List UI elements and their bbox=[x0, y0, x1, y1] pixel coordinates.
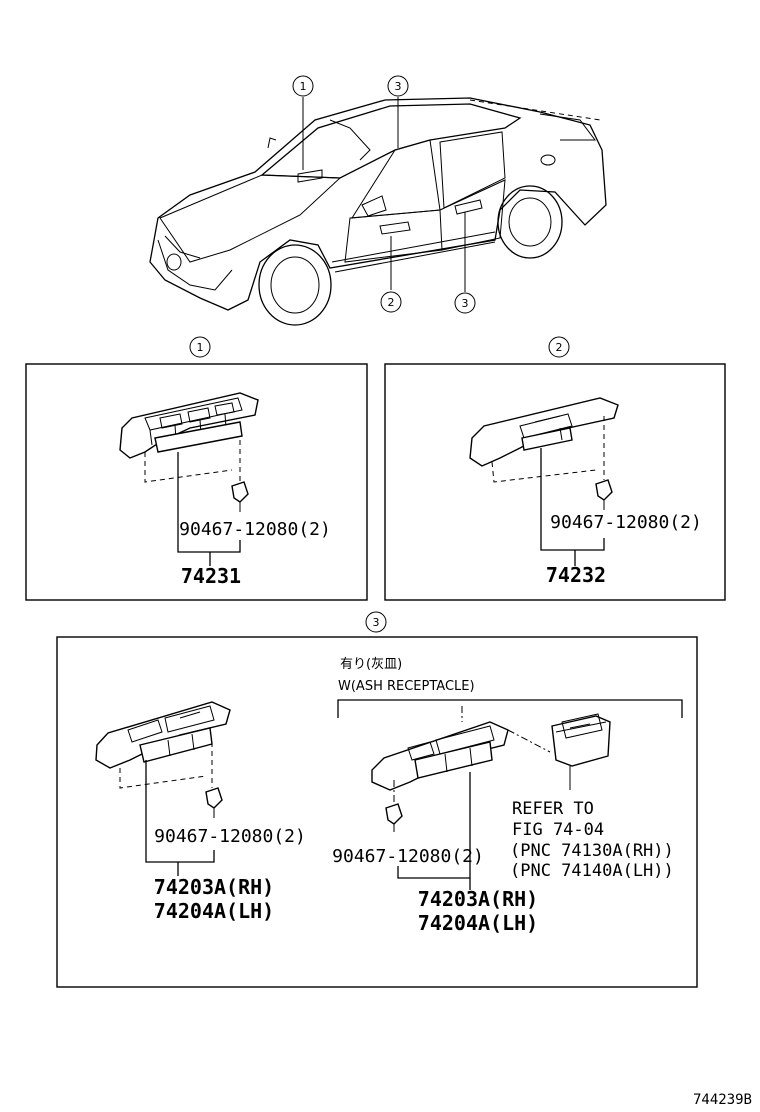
panel-1-leaders bbox=[144, 440, 241, 566]
panel-1-frame bbox=[25, 363, 368, 601]
car-callout-3b: 3 bbox=[454, 292, 476, 314]
view-callout-2-text: 2 bbox=[556, 341, 563, 354]
panel-3-right-assembly-lh: 74204A(LH) bbox=[418, 911, 538, 935]
car-callout-1: 1 bbox=[292, 75, 314, 97]
car-callout-leaders bbox=[302, 97, 466, 292]
refer-note-line-4: (PNC 74140A(LH)) bbox=[510, 861, 674, 881]
panel-1-assembly-label: 74231 bbox=[181, 564, 241, 588]
view-callout-3: 3 bbox=[365, 611, 387, 633]
figure-code: 744239B bbox=[693, 1092, 752, 1108]
panel-3-right-switch-base bbox=[371, 721, 509, 791]
refer-note-line-2: FIG 74-04 bbox=[512, 820, 604, 840]
car-callout-3b-text: 3 bbox=[462, 297, 469, 310]
panel-2-frame bbox=[384, 363, 726, 601]
panel-3-left-clip bbox=[205, 787, 223, 818]
panel-1-switch-base bbox=[119, 392, 259, 459]
view-callout-1-text: 1 bbox=[197, 341, 204, 354]
panel-2-switch-base bbox=[469, 397, 619, 467]
car-callout-1-text: 1 bbox=[300, 80, 307, 93]
panel-1-clip-label: 90467-12080(2) bbox=[179, 519, 331, 540]
panel-3-right-clip-label: 90467-12080(2) bbox=[332, 846, 484, 867]
car-callout-3a-text: 3 bbox=[395, 80, 402, 93]
car-illustration bbox=[149, 97, 607, 326]
refer-note-line-3: (PNC 74130A(RH)) bbox=[510, 841, 674, 861]
panel-3-variant-jp: 有り(灰皿) bbox=[340, 657, 402, 672]
panel-3-left-assembly-rh: 74203A(RH) bbox=[154, 875, 274, 899]
panel-3-right-clip bbox=[385, 803, 403, 832]
panel-3-ash-receptacle bbox=[551, 713, 611, 790]
panel-3-left-leaders bbox=[119, 742, 215, 876]
panel-3-left-switch-base bbox=[95, 701, 231, 769]
panel-3-right-leaders bbox=[393, 706, 551, 890]
view-callout-2: 2 bbox=[548, 336, 570, 358]
car-callout-2-text: 2 bbox=[388, 296, 395, 309]
panel-1-clip bbox=[231, 481, 249, 512]
car-callout-2: 2 bbox=[380, 291, 402, 313]
panel-3-frame bbox=[56, 636, 698, 988]
panel-3-left-clip-label: 90467-12080(2) bbox=[154, 826, 306, 847]
panel-2-leaders bbox=[491, 416, 605, 566]
panel-2-assembly-label: 74232 bbox=[546, 563, 606, 587]
panel-3-variant-en: W(ASH RECEPTACLE) bbox=[338, 679, 475, 694]
panel-3-left-assembly-lh: 74204A(LH) bbox=[154, 899, 274, 923]
refer-note-line-1: REFER TO bbox=[512, 799, 594, 819]
panel-3-variant-bracket bbox=[337, 699, 683, 718]
view-callout-1: 1 bbox=[189, 336, 211, 358]
view-callout-3-text: 3 bbox=[373, 616, 380, 629]
panel-2-clip-label: 90467-12080(2) bbox=[550, 512, 702, 533]
car-callout-3a: 3 bbox=[387, 75, 409, 97]
panel-2-clip bbox=[595, 479, 613, 510]
panel-3-right-assembly-rh: 74203A(RH) bbox=[418, 887, 538, 911]
